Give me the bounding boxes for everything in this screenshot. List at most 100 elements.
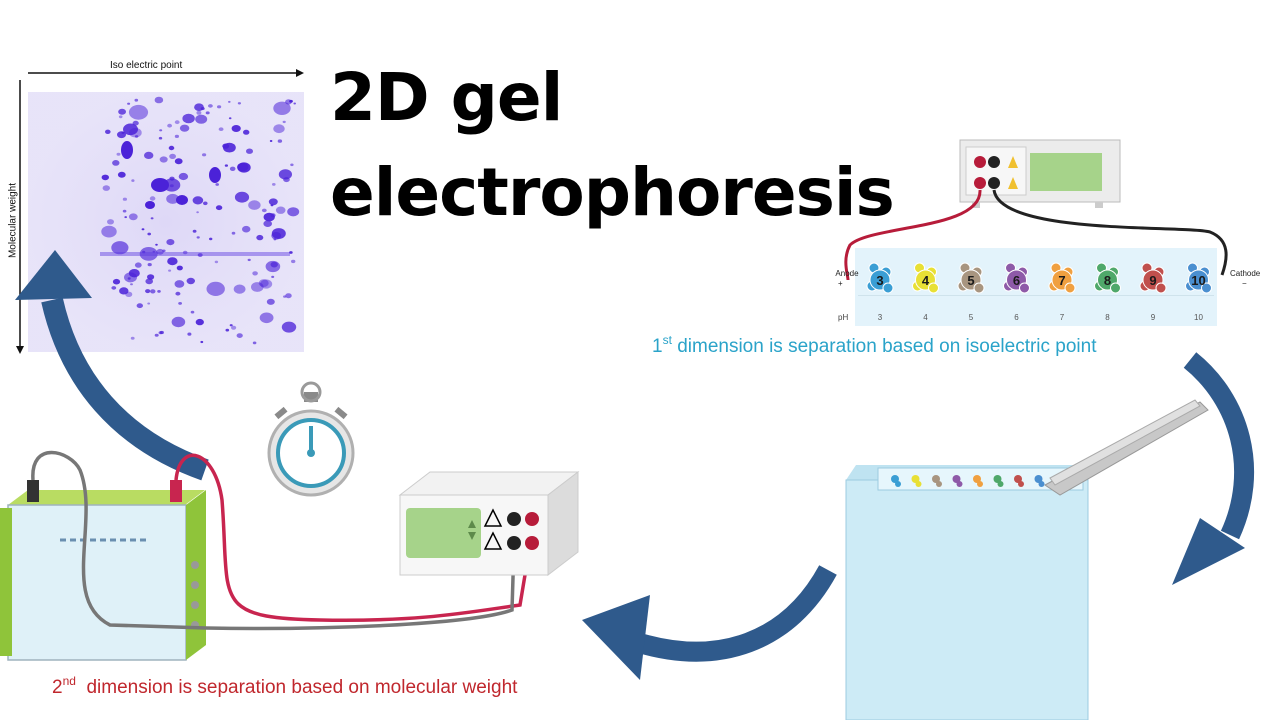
protein-number: 5: [967, 273, 974, 288]
gel-spot: [229, 166, 236, 171]
gel-spot: [166, 239, 175, 246]
gel-spot: [150, 289, 156, 294]
gel-spot: [231, 125, 241, 132]
gel-spot: [131, 179, 135, 182]
slab-protein: [911, 475, 920, 483]
gel-spot: [252, 271, 258, 276]
ph-tick: 9: [1151, 313, 1156, 322]
title-line-1: 2D gel: [330, 59, 563, 136]
gel-spot: [157, 290, 161, 293]
gel-spot: [265, 260, 281, 273]
gel-spot: [145, 278, 153, 285]
gel-spot: [289, 251, 293, 254]
arrow-down-right: [1172, 352, 1255, 585]
protein-number: 10: [1191, 273, 1205, 288]
caption-second-dimension: 2nd dimension is separation based on mol…: [52, 674, 517, 699]
slab-protein: [956, 481, 963, 487]
gel-spot: [250, 282, 264, 292]
gel-spot: [225, 328, 230, 332]
arrow-to-tank: [582, 565, 837, 680]
gel-spot: [196, 211, 199, 214]
gel-spot: [271, 275, 275, 278]
protein-bead: [1064, 282, 1076, 294]
gel-spot: [231, 231, 236, 235]
slab-protein: [997, 481, 1004, 487]
gel-spot: [145, 201, 155, 209]
slab-protein: [895, 481, 901, 487]
gel-spot: [261, 208, 267, 213]
gel-spot: [134, 135, 139, 138]
gel-spot: [130, 336, 135, 340]
slab-protein: [952, 475, 961, 483]
gel-spot: [282, 120, 286, 124]
gel-spot: [218, 127, 224, 131]
protein-bead: [1155, 282, 1167, 294]
gel-spot: [167, 257, 178, 266]
gel-spot: [224, 164, 228, 167]
gel-spot: [166, 193, 180, 204]
gel-spot: [142, 250, 146, 254]
gel-y-axis-label: Molecular weight: [7, 182, 19, 259]
slab-protein: [932, 475, 940, 483]
gel-spot: [105, 129, 111, 134]
page-title: 2D gel electrophoresis: [330, 50, 895, 240]
protein-bead: [882, 282, 894, 294]
gel-spot: [182, 250, 188, 255]
gel-spot: [277, 139, 283, 143]
gel-spot: [269, 140, 273, 142]
gel-spot: [287, 207, 300, 217]
gel-spot: [186, 277, 195, 285]
protein-number: 9: [1149, 273, 1156, 288]
protein-number: 8: [1104, 273, 1111, 288]
ph-tick: 8: [1105, 313, 1110, 322]
anode-sign: +: [838, 279, 843, 288]
gel-spot: [215, 205, 223, 211]
protein-bead: [1201, 282, 1212, 294]
gel-spot: [237, 102, 241, 105]
cathode-sign: −: [1242, 279, 1247, 288]
protein-bead: [1110, 282, 1121, 294]
ph-tick: 5: [969, 313, 974, 322]
protein-number: 7: [1058, 273, 1065, 288]
stopwatch-icon: [267, 381, 355, 497]
gel-spot: [268, 198, 278, 206]
gel-spot: [278, 169, 292, 180]
gel-spot: [178, 302, 183, 305]
gel-axes: [16, 69, 304, 354]
gel-spot: [150, 217, 154, 220]
gel-spot: [117, 171, 126, 178]
ph-tick: 3: [878, 313, 883, 322]
caption-1-text: dimension is separation based on isoelec…: [671, 336, 1097, 357]
gel-spot: [145, 289, 151, 294]
gel-spot: [168, 145, 175, 151]
ph-label: pH: [838, 313, 848, 322]
gel-spot: [154, 333, 159, 337]
gel-spot: [121, 141, 133, 159]
gel-spot: [174, 158, 183, 165]
gel-spot: [139, 247, 158, 261]
gel-spot: [124, 272, 137, 283]
gel-spot: [149, 196, 156, 201]
caption-1-prefix: 1: [652, 336, 663, 357]
gel-spot: [155, 243, 158, 246]
gel-spot: [111, 286, 117, 290]
caption-2-prefix: 2: [52, 677, 63, 698]
gel-spot: [141, 228, 145, 231]
gel-spot: [151, 178, 169, 192]
slab-protein: [1018, 481, 1024, 487]
gel-spot: [273, 101, 291, 116]
gel-spot: [147, 263, 152, 267]
gel-spot: [266, 298, 275, 305]
2d-gel-image: [28, 92, 304, 352]
gel-spot: [209, 167, 221, 183]
gel-spot: [168, 269, 172, 272]
gel-spot: [190, 310, 195, 314]
gel-spot: [119, 287, 129, 295]
gel-spot: [176, 195, 188, 205]
slab-protein: [936, 481, 942, 487]
ph-tick: 4: [923, 313, 928, 322]
gel-spot: [285, 293, 292, 299]
gel-spot: [228, 117, 232, 120]
gel-spot: [176, 265, 183, 271]
